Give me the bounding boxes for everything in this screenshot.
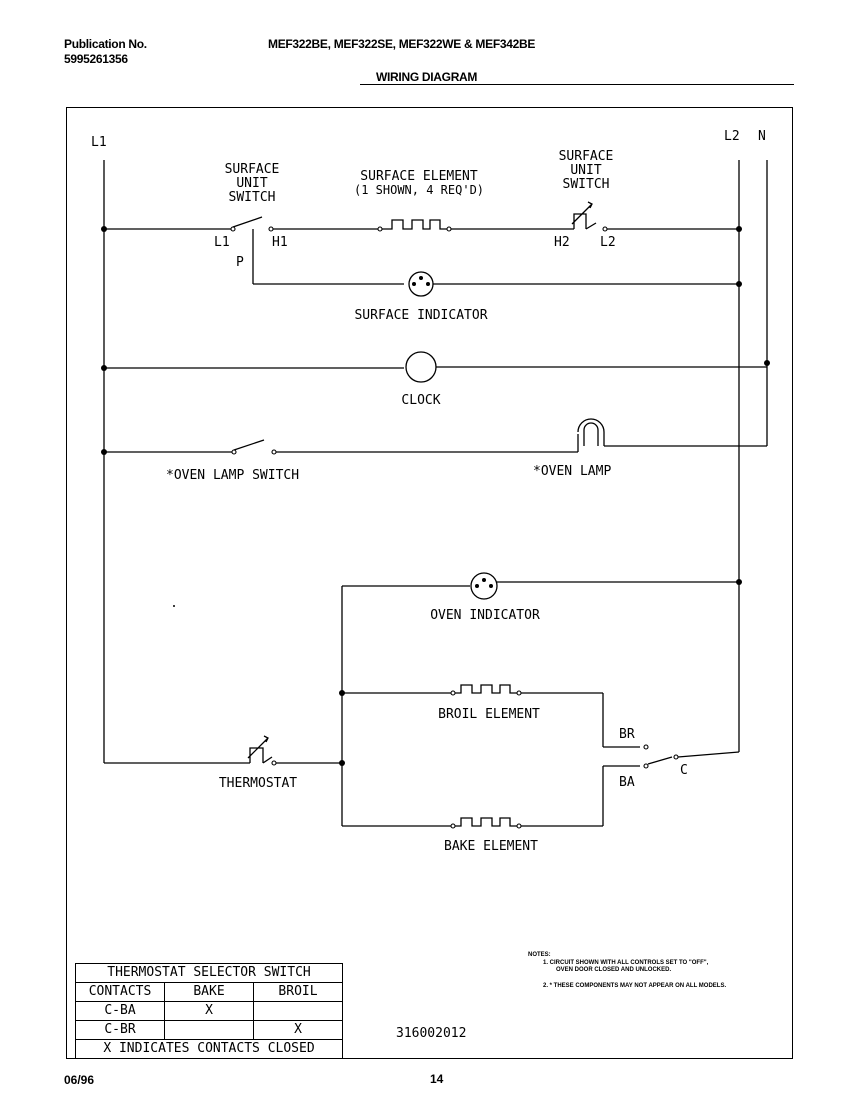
bake-element-symbol [453, 817, 519, 827]
surface-element-note: (1 SHOWN, 4 REQ'D) [354, 183, 484, 197]
terminal-ba-label: BA [619, 775, 635, 790]
table-row: C-BR X [75, 1020, 343, 1040]
clock-label: CLOCK [401, 393, 440, 408]
selector-header-bake: BAKE [164, 982, 254, 1002]
selector-cell: X [253, 1020, 343, 1040]
selector-table-title: THERMOSTAT SELECTOR SWITCH [75, 963, 343, 983]
oven-lamp-switch-contact [233, 439, 265, 451]
surface-switch-left-label-2: UNIT [236, 176, 267, 191]
notes-heading: NOTES: [528, 952, 551, 958]
thermostat-selector-table: THERMOSTAT SELECTOR SWITCH CONTACTS BAKE… [75, 963, 343, 1059]
table-row: C-BA X [75, 1001, 343, 1021]
surface-indicator-label: SURFACE INDICATOR [354, 308, 487, 323]
selector-cell: C-BR [75, 1020, 165, 1040]
title-rule [360, 84, 794, 85]
page-title: WIRING DIAGRAM [376, 70, 478, 84]
surface-switch-left-label-3: SWITCH [229, 190, 276, 205]
terminal-h1-label: H1 [272, 235, 288, 250]
surface-switch-right-label-1: SURFACE [559, 149, 614, 164]
terminal-p-label: P [236, 255, 244, 270]
surface-switch-right-label-3: SWITCH [563, 177, 610, 192]
terminal-h2-label: H2 [554, 235, 570, 250]
note-1-continued: OVEN DOOR CLOSED AND UNLOCKED. [556, 967, 671, 973]
footer-date: 06/96 [64, 1073, 95, 1087]
selector-header-contacts: CONTACTS [75, 982, 165, 1002]
terminal-c-label: C [680, 763, 688, 778]
n-label: N [758, 129, 766, 144]
broil-element-symbol [453, 684, 519, 694]
terminal-l2-label: L2 [600, 235, 616, 250]
surface-switch-left-label-1: SURFACE [225, 162, 280, 177]
publication-label: Publication No. [64, 37, 147, 51]
surface-switch-right-label-2: UNIT [570, 163, 601, 178]
note-2: 2. * THESE COMPONENTS MAY NOT APPEAR ON … [543, 983, 726, 989]
model-list: MEF322BE, MEF322SE, MEF322WE & MEF342BE [268, 37, 536, 51]
oven-lamp-symbol [577, 418, 605, 452]
l1-label: L1 [91, 135, 107, 150]
oven-indicator-label: OVEN INDICATOR [430, 608, 540, 623]
note-1: 1. CIRCUIT SHOWN WITH ALL CONTROLS SET T… [543, 960, 709, 966]
diagram-frame [66, 107, 793, 1059]
bake-element-label: BAKE ELEMENT [444, 839, 538, 854]
selector-cell [164, 1020, 254, 1040]
selector-switch-blade [647, 756, 673, 765]
thermostat-symbol [247, 735, 269, 763]
clock-symbol [405, 351, 437, 383]
footer-page-number: 14 [430, 1072, 444, 1086]
publication-number: 5995261356 [64, 52, 128, 66]
selector-cell: X [164, 1001, 254, 1021]
l2-label: L2 [724, 129, 740, 144]
part-number: 316002012 [396, 1026, 466, 1041]
selector-table-footer: X INDICATES CONTACTS CLOSED [75, 1039, 343, 1059]
selector-cell: C-BA [75, 1001, 165, 1021]
thermostat-label: THERMOSTAT [219, 776, 297, 791]
oven-indicator-lamp [470, 572, 498, 600]
terminal-br-label: BR [619, 727, 635, 742]
broil-element-label: BROIL ELEMENT [438, 707, 540, 722]
oven-lamp-label: *OVEN LAMP [533, 464, 611, 479]
selector-cell [253, 1001, 343, 1021]
surface-switch-left-contact [232, 216, 263, 228]
surface-element-symbol [271, 219, 449, 230]
terminal-l1-label: L1 [214, 235, 230, 250]
selector-header-broil: BROIL [253, 982, 343, 1002]
surface-switch-right-symbol [571, 201, 593, 229]
surface-element-label: SURFACE ELEMENT [360, 169, 478, 184]
oven-lamp-switch-label: *OVEN LAMP SWITCH [166, 468, 299, 483]
